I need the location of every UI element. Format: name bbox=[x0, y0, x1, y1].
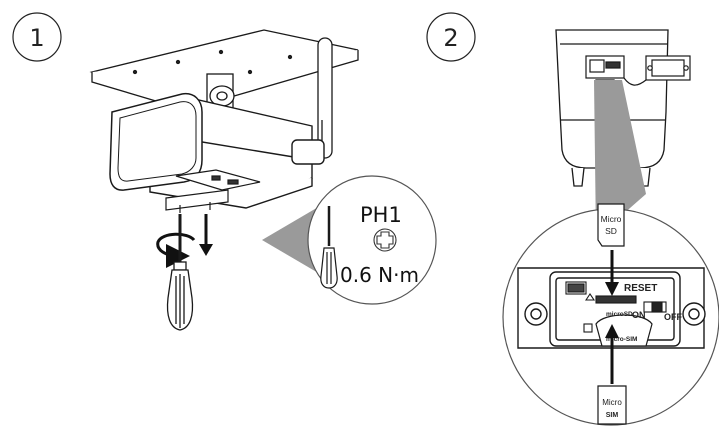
down-arrow-icon bbox=[199, 214, 213, 256]
svg-text:Micro: Micro bbox=[602, 398, 622, 407]
zoom-circle-tool bbox=[307, 175, 437, 305]
reset-label: RESET bbox=[624, 283, 657, 294]
step-2-group: 2 bbox=[426, 12, 719, 426]
antenna bbox=[317, 37, 333, 159]
step-1-badge bbox=[12, 12, 62, 62]
lens-hood bbox=[109, 92, 203, 191]
step-1-number: 1 bbox=[29, 24, 44, 52]
camera-port-panel bbox=[585, 55, 625, 79]
step-2-number: 2 bbox=[443, 24, 458, 52]
microsd-slot-label: microSD bbox=[606, 311, 633, 318]
removed-cover bbox=[623, 55, 691, 86]
rotate-arrow-icon bbox=[156, 232, 196, 268]
slot-components bbox=[565, 281, 667, 347]
micro-sim-card-icon: Micro SIM bbox=[597, 385, 627, 425]
small-screwdriver-icon bbox=[320, 206, 338, 289]
callout-wedge bbox=[262, 206, 320, 274]
step-2-badge bbox=[426, 12, 476, 62]
microsim-slot-label: micro-SIM bbox=[606, 336, 637, 343]
callout-beam bbox=[594, 80, 646, 238]
step-1-group: 1 bbox=[12, 12, 437, 331]
bit-type-label: PH1 bbox=[360, 203, 402, 227]
svg-text:Micro: Micro bbox=[601, 214, 622, 224]
bottom-cover bbox=[165, 169, 261, 213]
phillips-head-icon bbox=[373, 228, 397, 252]
svg-text:SD: SD bbox=[605, 226, 617, 236]
insert-sd-arrow-icon bbox=[605, 250, 619, 296]
screwdriver-icon bbox=[166, 214, 194, 331]
switch-on-label: ON bbox=[632, 310, 646, 320]
micro-sd-card-icon: Micro SD bbox=[597, 203, 625, 247]
svg-text:SIM: SIM bbox=[606, 412, 619, 419]
switch-off-label: OFF bbox=[664, 312, 682, 322]
torque-label: 0.6 N·m bbox=[340, 263, 419, 287]
insert-sim-arrow-icon bbox=[605, 324, 619, 384]
